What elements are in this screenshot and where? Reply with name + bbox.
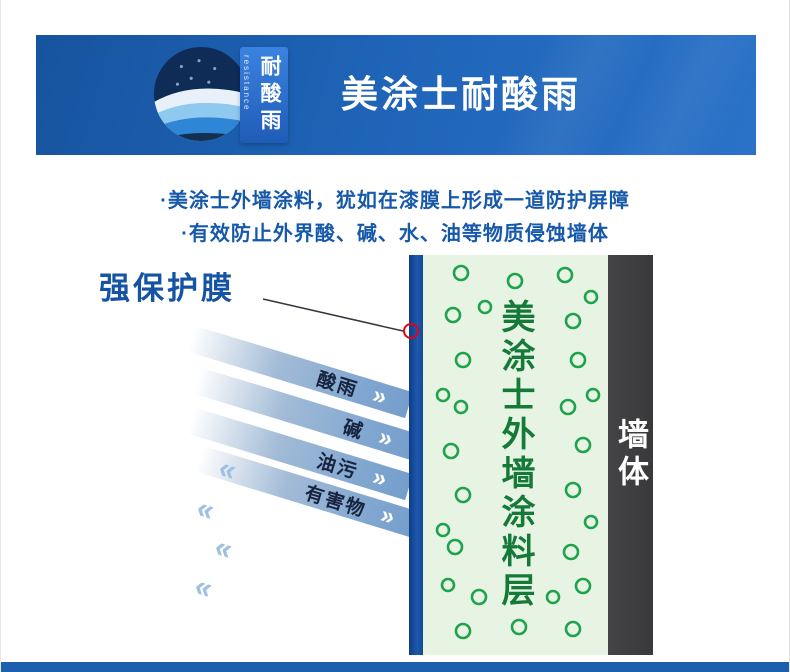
wall-panel: 墙体	[608, 255, 653, 655]
film-marker-icon	[403, 323, 419, 339]
arrow-right-icon: »	[369, 462, 391, 493]
attack-label: 酸雨	[314, 369, 361, 402]
paint-layers-icon	[153, 46, 249, 142]
coating-label: 美涂士外墙涂料层	[496, 299, 534, 611]
arrow-right-icon: »	[377, 500, 399, 531]
resistance-badge: resistance 耐酸雨	[240, 47, 288, 143]
protection-diagram: 强保护膜 酸雨 » 碱 » 油污 » 有害物 » « « « «	[1, 255, 789, 655]
intro-copy: ·美涂士外墙涂料，犹如在漆膜上形成一道防护屏障 ·有效防止外界酸、碱、水、油等物…	[1, 180, 789, 250]
bounce-arrow-icon: «	[210, 530, 237, 567]
film-callout-label: 强保护膜	[99, 271, 235, 306]
wall-label: 墙体	[613, 418, 648, 492]
coating-layer-panel: 美涂士外墙涂料层	[423, 255, 608, 655]
attack-label: 油污	[314, 451, 361, 484]
acid-rain-emblem: resistance 耐酸雨	[152, 43, 342, 147]
top-banner: resistance 耐酸雨 美涂士耐酸雨	[36, 35, 756, 155]
badge-side-text: resistance	[242, 55, 251, 112]
bottom-accent-bar	[1, 662, 789, 672]
protective-film-bar	[409, 255, 423, 655]
intro-line-1: ·美涂士外墙涂料，犹如在漆膜上形成一道防护屏障	[160, 190, 630, 212]
intro-line-2: ·有效防止外界酸、碱、水、油等物质侵蚀墙体	[181, 223, 609, 245]
badge-label: 耐酸雨	[258, 54, 281, 136]
page-title: 美涂士耐酸雨	[341, 74, 581, 115]
bounce-arrow-icon: «	[190, 569, 217, 606]
attack-label: 碱	[340, 417, 367, 444]
bounce-arrow-icon: «	[192, 491, 219, 528]
arrow-right-icon: »	[375, 422, 397, 453]
bubbles-pattern	[435, 264, 601, 640]
arrow-right-icon: »	[369, 380, 391, 411]
